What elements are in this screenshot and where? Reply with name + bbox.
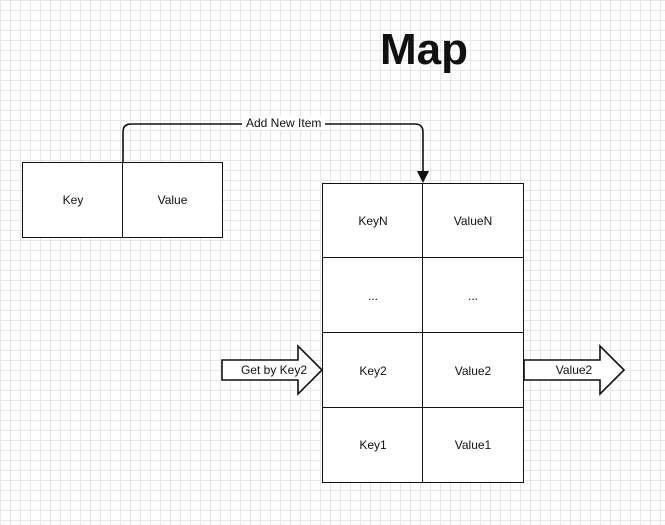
map-key-cell: Key1 — [322, 407, 424, 483]
map-value-cell: Value2 — [422, 332, 524, 409]
get-by-key-arrow — [221, 344, 324, 396]
new-item-value-cell: Value — [122, 162, 223, 238]
map-value-text: Value1 — [454, 438, 492, 452]
map-key-cell: ... — [322, 257, 424, 334]
map-value-cell: ... — [422, 257, 524, 334]
map-key-text: ... — [367, 288, 378, 303]
get-by-key-label: Get by Key2 — [240, 363, 308, 377]
map-value-cell: Value1 — [422, 407, 524, 483]
map-value-text: Value2 — [454, 363, 492, 378]
new-item-key-text: Key — [62, 193, 84, 207]
new-item-value-text: Value — [157, 193, 188, 207]
map-key-cell: Key2 — [322, 332, 424, 409]
diagram-title: Map — [380, 25, 468, 74]
add-item-label: Add New Item — [242, 116, 326, 130]
result-arrow — [523, 344, 626, 396]
map-key-text: KeyN — [358, 214, 388, 228]
map-key-text: Key1 — [359, 438, 387, 452]
map-key-cell: KeyN — [322, 183, 424, 259]
map-key-text: Key2 — [359, 363, 387, 378]
result-label: Value2 — [555, 363, 593, 377]
map-value-text: ... — [467, 288, 478, 303]
new-item-key-cell: Key — [22, 162, 124, 238]
map-value-cell: ValueN — [422, 183, 524, 259]
map-value-text: ValueN — [453, 214, 493, 228]
add-item-arrowhead — [417, 171, 429, 183]
